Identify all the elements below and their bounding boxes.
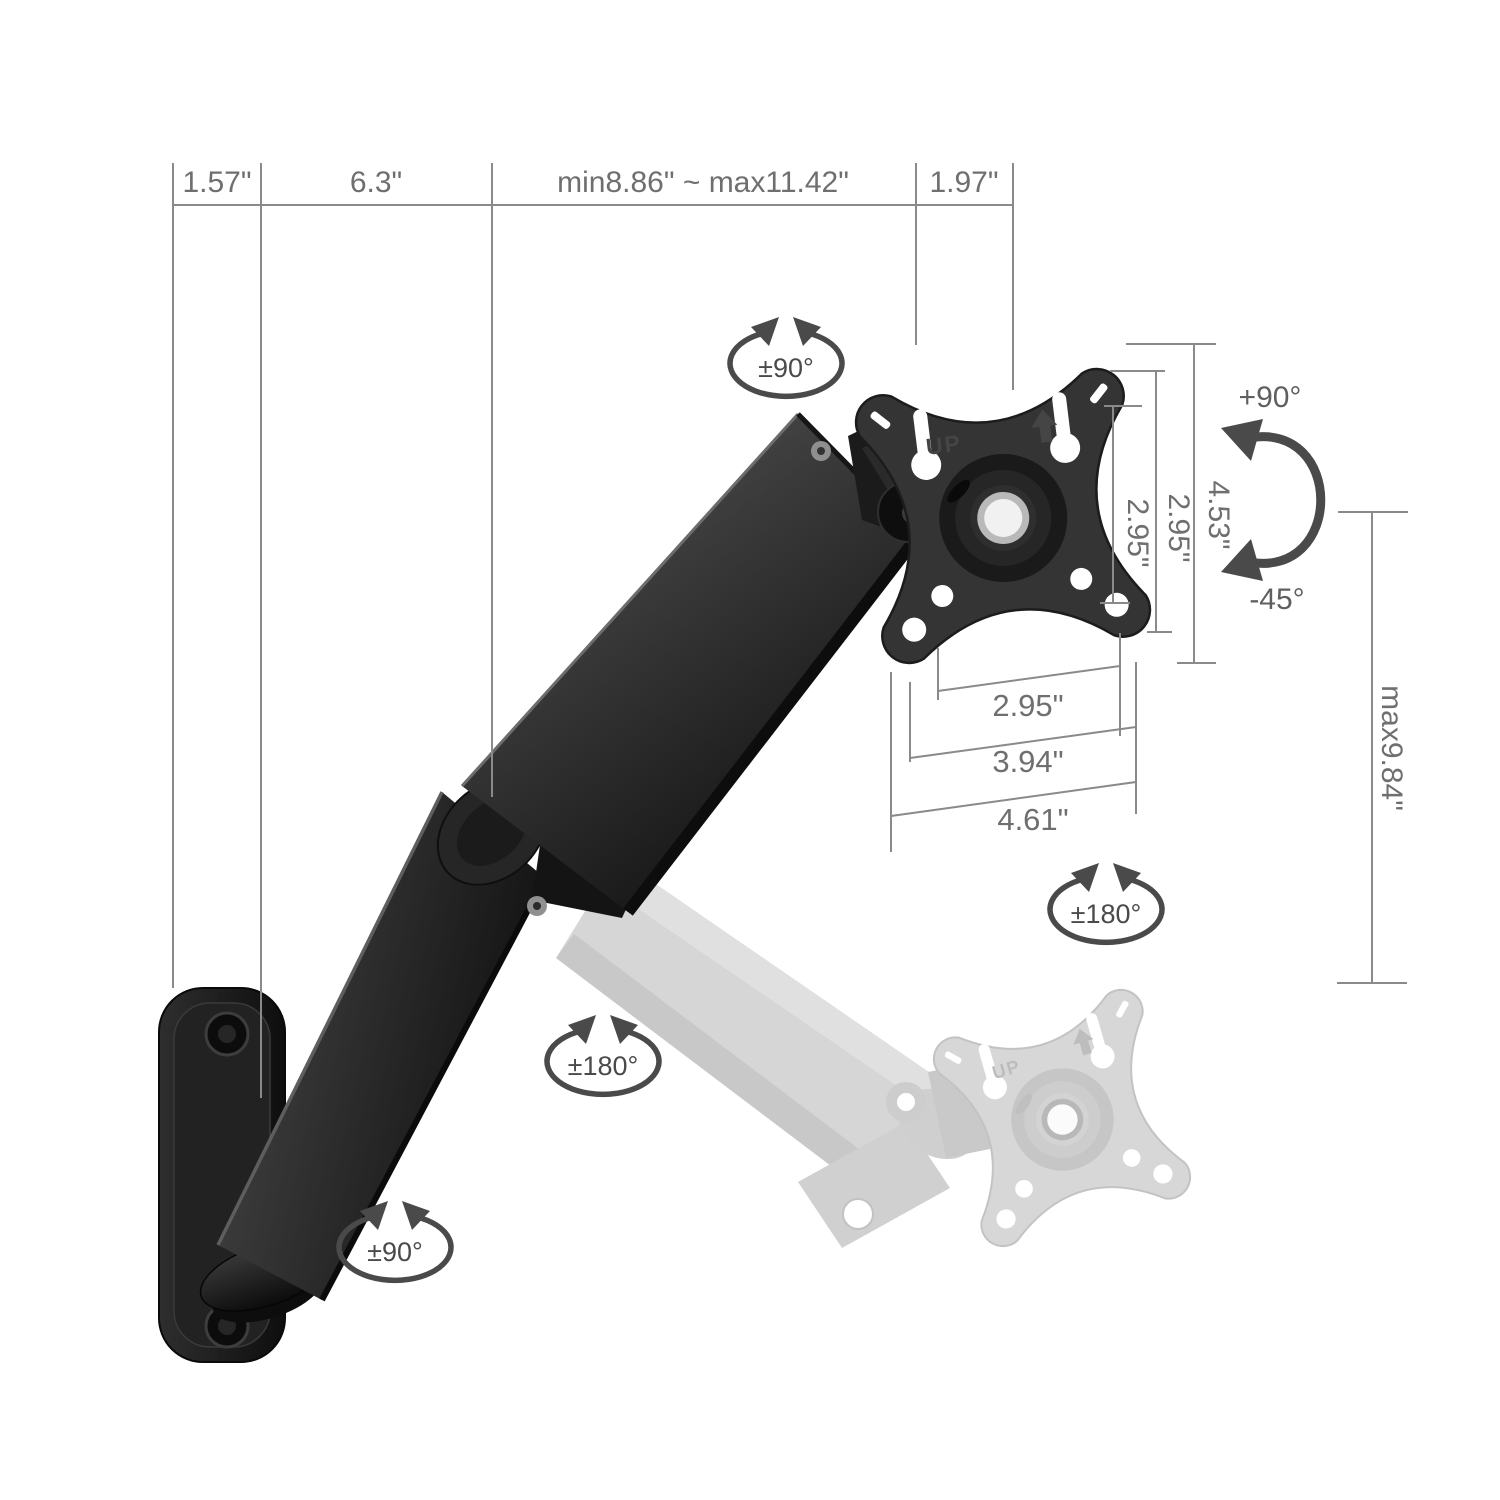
dim-vesa-h-inner: 2.95" xyxy=(992,688,1063,723)
head-roll-label: ±180° xyxy=(1071,899,1142,929)
dim-vesa-h-outer: 4.61" xyxy=(997,802,1068,837)
ghost-arm-position xyxy=(556,858,1196,1252)
vesa-horizontal-dimension-group: 2.95" 3.94" 4.61" xyxy=(890,633,1137,852)
tilt-annotation: +90° -45° xyxy=(1221,381,1326,616)
dim-vesa-h-mid: 3.94" xyxy=(992,744,1063,779)
dim-extension: min8.86" ~ max11.42" xyxy=(557,166,849,199)
top-dimension-group: 1.57" 6.3" min8.86" ~ max11.42" 1.97" xyxy=(172,163,1014,1098)
upper-arm xyxy=(460,412,923,916)
tilt-up-label: +90° xyxy=(1239,381,1302,414)
monitor-arm xyxy=(158,365,1154,1363)
tilt-arrow-up-icon xyxy=(1221,419,1263,461)
ghost-upper-arm xyxy=(556,858,955,1206)
dim-vesa-v-inner: 2.95" xyxy=(1121,498,1154,567)
ghost-knuckle-hole xyxy=(897,1093,915,1111)
tilt-down-label: -45° xyxy=(1249,583,1304,616)
elbow-swivel-label: ±180° xyxy=(568,1051,639,1081)
lower-arm xyxy=(216,791,548,1302)
base-swivel-label: ±90° xyxy=(367,1237,423,1267)
dim-wall-depth: 1.57" xyxy=(182,166,251,199)
dim-head-depth: 1.97" xyxy=(929,166,998,199)
ghost-link-hole xyxy=(842,1198,874,1230)
vesa-vertical-dimension-group: 2.95" 2.95" 4.53" xyxy=(1100,343,1235,664)
rotation-annotations: ±90° ±180° ±180° ±90° xyxy=(339,317,1162,1280)
ghost-elbow-link xyxy=(798,1122,950,1248)
dim-lower-arm: 6.3" xyxy=(350,166,402,199)
tilt-arrow-down-icon xyxy=(1221,539,1263,581)
dim-vesa-v-outer: 4.53" xyxy=(1202,480,1235,549)
dim-height-range: max9.84" xyxy=(1375,685,1408,811)
height-range-dimension-group: max9.84" xyxy=(1337,511,1408,984)
ghost-arm-bottom-edge xyxy=(556,934,900,1206)
ghost-arm-top-face xyxy=(602,858,955,1114)
tilt-arc-icon xyxy=(1247,432,1326,568)
dim-vesa-v-mid: 2.95" xyxy=(1162,493,1195,562)
head-swivel-label: ±90° xyxy=(758,353,814,383)
